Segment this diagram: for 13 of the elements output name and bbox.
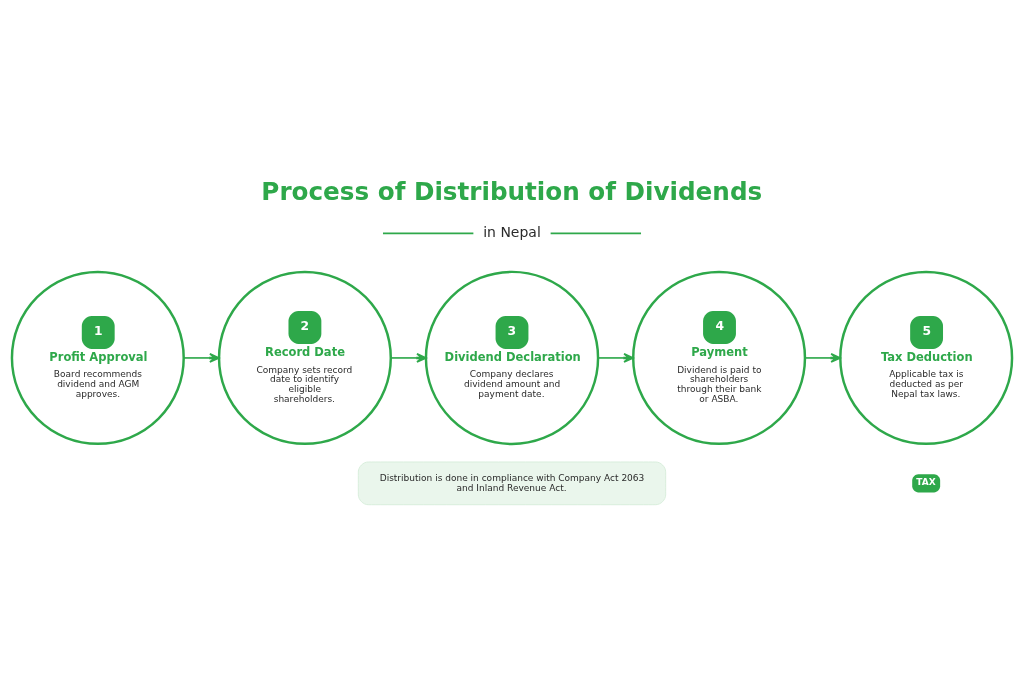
node-circle: 3 Dividend Declaration Company declares dividend amount and payment date.: [424, 270, 600, 446]
arrow: [804, 353, 842, 363]
node-circle: 4 Payment Dividend is paid to shareholders through their bank or ASBA.: [631, 270, 807, 446]
node-circle: 1 Profit Approval Board recommends dividend and AGM approves.: [10, 270, 185, 446]
node-box: Distribution is done in compliance with Company Act 2063 and Inland Revenue Act.: [357, 461, 667, 506]
diagram-title: Process of Distribution of Dividends: [261, 177, 763, 207]
arrow: [390, 353, 427, 363]
node-circle: 2 Record Date Company sets record date to identify eligible shareholders.: [217, 270, 393, 446]
label: in Nepal: [483, 223, 541, 240]
node-circle: 5 Tax Deduction Applicable tax is deducted as per Nepal tax laws.: [839, 270, 1014, 446]
arrow: [597, 353, 634, 363]
arrow: [183, 353, 220, 363]
label: TAX: [916, 476, 936, 487]
